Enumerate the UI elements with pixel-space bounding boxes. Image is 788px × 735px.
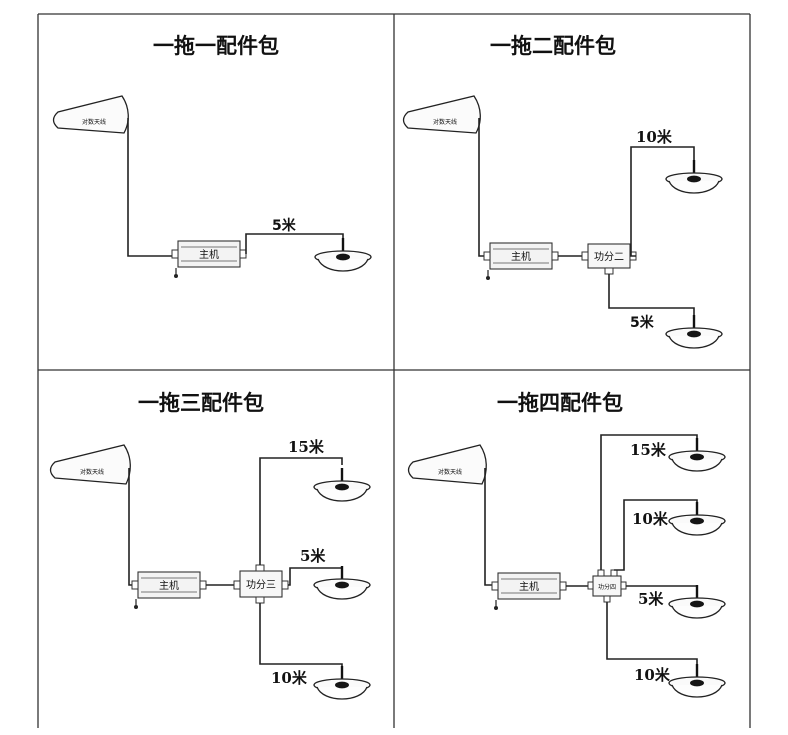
grid-frame [37, 13, 751, 728]
host-label: 主机 [199, 248, 219, 261]
cable-length-label: 5米 [272, 217, 297, 234]
panel-one-to-two: 一拖二配件包 对数天线 主机 功分二 10米 5米 [402, 34, 724, 350]
ceiling-antenna [667, 436, 727, 473]
output-cable [626, 585, 698, 587]
output-cable [608, 274, 695, 316]
host-label: 主机 [519, 580, 539, 593]
ceiling-antenna [664, 313, 724, 350]
panel-title: 一拖一配件包 [153, 34, 279, 58]
ceiling-antenna [667, 500, 727, 537]
antenna-cable [128, 468, 132, 586]
cable-length-label: 15米 [288, 438, 325, 456]
cable-length-label: 10米 [271, 669, 308, 687]
cable-length-label: 5米 [300, 547, 326, 565]
antenna-label: 对数天线 [82, 118, 106, 126]
antenna-cable [484, 468, 492, 586]
output-cable [630, 146, 695, 257]
power-splitter: 功分四 [587, 569, 627, 603]
log-periodic-antenna: 对数天线 [49, 444, 131, 485]
host-label: 主机 [511, 250, 531, 263]
cable-length-label: 10米 [632, 510, 669, 528]
output-cable [606, 602, 698, 665]
ceiling-antenna [312, 664, 372, 701]
host-unit: 主机 [491, 572, 567, 611]
antenna-cable [478, 118, 487, 257]
log-periodic-antenna: 对数天线 [52, 95, 129, 134]
ceiling-antenna [312, 564, 372, 601]
panel-title: 一拖三配件包 [138, 391, 264, 415]
cable-length-label: 10米 [636, 128, 673, 146]
output-cable [614, 499, 698, 571]
antenna-label: 对数天线 [438, 468, 462, 476]
cable-length-label: 5米 [638, 590, 664, 608]
output-cable [259, 603, 343, 668]
indoor-cable [245, 233, 344, 254]
host-unit: 主机 [131, 571, 207, 610]
cable-length-label: 15米 [630, 441, 667, 459]
cable-length-label: 10米 [634, 666, 671, 684]
ceiling-antenna [667, 583, 727, 620]
antenna-label: 对数天线 [433, 118, 457, 126]
panel-title: 一拖二配件包 [490, 34, 616, 58]
power-splitter: 功分二 [581, 243, 637, 275]
log-periodic-antenna: 对数天线 [402, 95, 481, 134]
host-unit: 主机 [483, 242, 559, 281]
antenna-cable [127, 118, 175, 257]
panel-one-to-one: 一拖一配件包 对数天线 主机 5米 [52, 34, 373, 279]
ceiling-antenna [312, 466, 372, 503]
ceiling-antenna [664, 158, 724, 195]
splitter-label: 功分四 [598, 583, 616, 591]
output-cable [259, 457, 343, 565]
ceiling-antenna [313, 236, 373, 273]
panel-one-to-four: 一拖四配件包 对数天线 主机 功分四 15米 10米 5米 10米 [407, 391, 727, 699]
antenna-label: 对数天线 [80, 468, 104, 476]
host-unit: 主机 [171, 240, 247, 279]
host-label: 主机 [159, 579, 179, 592]
output-cable [600, 434, 698, 570]
log-periodic-antenna: 对数天线 [407, 444, 487, 485]
power-splitter: 功分三 [233, 564, 289, 604]
cable-length-label: 5米 [630, 314, 655, 331]
splitter-label: 功分三 [246, 579, 276, 591]
ceiling-antenna [667, 662, 727, 699]
panel-one-to-three: 一拖三配件包 对数天线 主机 功分三 15米 5米 10米 [49, 391, 372, 701]
panel-title: 一拖四配件包 [497, 391, 623, 415]
splitter-label: 功分二 [594, 251, 624, 263]
